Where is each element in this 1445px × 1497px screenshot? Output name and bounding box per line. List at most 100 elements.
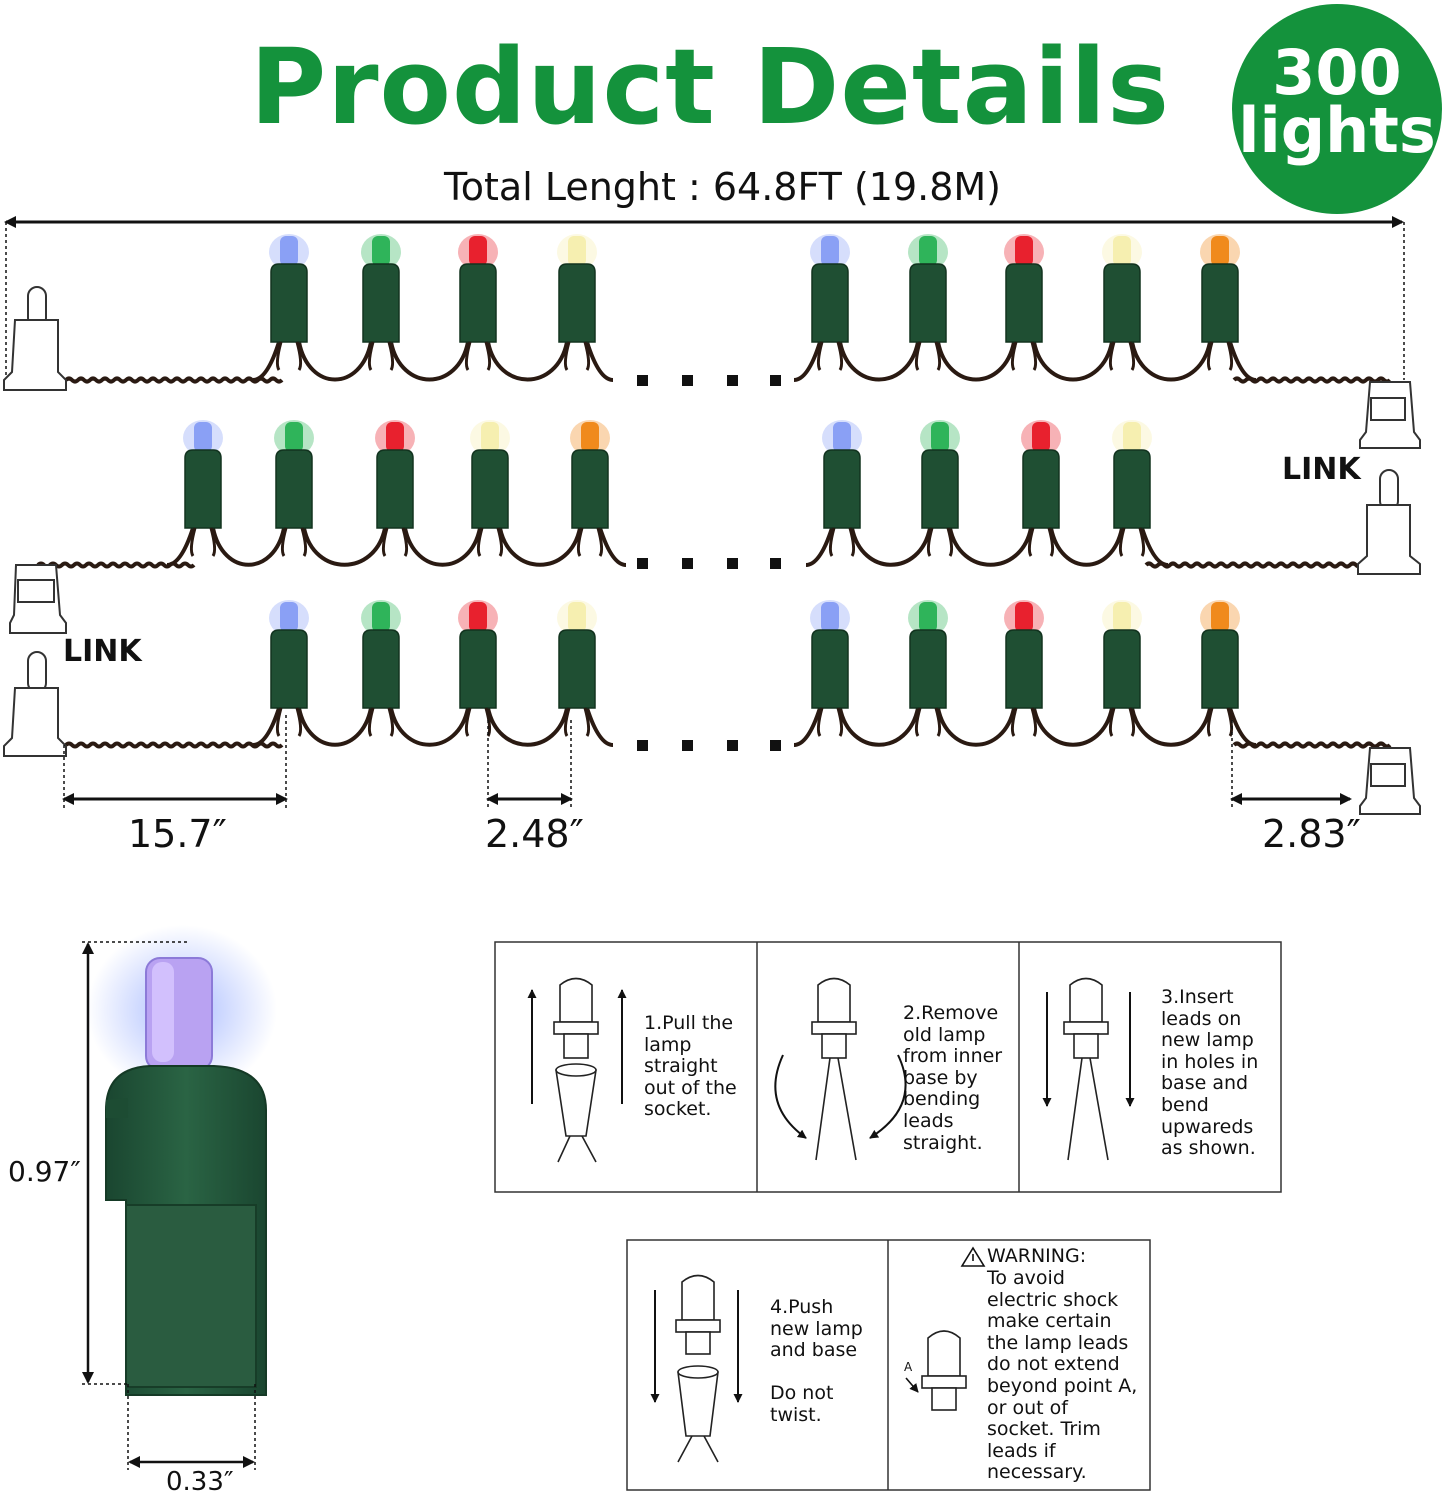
lead-length-label: 15.7″ — [128, 812, 227, 856]
wire-lead — [1144, 561, 1364, 569]
bulb-socket — [1113, 449, 1151, 529]
bulb-width-label: 0.33″ — [166, 1467, 234, 1497]
bulb-icon — [557, 600, 597, 737]
bulb-lens — [1015, 602, 1033, 632]
wire-sag — [1032, 707, 1114, 747]
bulb-lens — [285, 422, 303, 452]
bulb-icon — [1102, 234, 1142, 371]
wire-lead — [1232, 741, 1392, 749]
bulb-socket — [811, 263, 849, 343]
bulb-leads — [1206, 341, 1234, 371]
bulb-socket — [1201, 629, 1239, 709]
bulb-icon — [810, 600, 850, 737]
bulb-leads — [926, 527, 954, 557]
plug-icon — [1357, 469, 1421, 575]
bulb-lens — [372, 236, 390, 266]
bulb-lens — [280, 236, 298, 266]
bulb-leads — [828, 527, 856, 557]
plug-icon — [3, 286, 67, 391]
bulb-lens — [568, 602, 586, 632]
warning-icon — [960, 1246, 986, 1267]
wire-tail — [1140, 527, 1169, 567]
bulb-socket — [270, 629, 308, 709]
bulb-lens — [1113, 602, 1131, 632]
bulb-lens — [581, 422, 599, 452]
bulb-lens — [821, 236, 839, 266]
bulb-socket — [184, 449, 222, 529]
bulb-lens — [833, 422, 851, 452]
wire-sag — [1130, 707, 1212, 747]
bulb-socket — [362, 629, 400, 709]
end-length-label: 2.83″ — [1262, 812, 1361, 856]
bulb-icon — [361, 600, 401, 737]
bulb-leads — [563, 341, 591, 371]
bulb-leads — [1118, 527, 1146, 557]
bulb-lens — [194, 422, 212, 452]
wire-sag — [403, 527, 482, 567]
step1-illustration — [553, 977, 599, 1163]
bulb-icon — [1021, 420, 1061, 557]
socket-icon — [9, 564, 67, 634]
light-count-badge: 300 lights — [1232, 4, 1442, 214]
wire-lead — [64, 741, 284, 749]
bulb-lens — [1032, 422, 1050, 452]
warning-illustration — [921, 1330, 967, 1411]
wire-sag — [850, 527, 932, 567]
wire-sag — [302, 527, 387, 567]
wire-sag — [1130, 341, 1212, 382]
bulb-icon — [458, 600, 498, 737]
bulb-socket — [376, 449, 414, 529]
bulb-icon — [908, 234, 948, 371]
bulb-leads — [280, 527, 308, 557]
wire-tail — [585, 341, 614, 382]
bulb-icon — [570, 420, 610, 557]
bulb-lens — [372, 602, 390, 632]
wire-sag — [1049, 527, 1124, 567]
bulb-socket — [270, 263, 308, 343]
bulb-spacing-label: 2.48″ — [485, 812, 584, 856]
step-3-text: 3.Insert leads on new lamp in holes in b… — [1161, 986, 1259, 1160]
bulb-socket — [275, 449, 313, 529]
wire-head — [805, 527, 834, 567]
page-title: Product Details — [250, 26, 1170, 148]
bulb-leads — [1206, 707, 1234, 737]
bulb-lens — [821, 602, 839, 632]
wire-head — [252, 341, 281, 382]
bulb-icon — [1102, 600, 1142, 737]
wire-lead — [1232, 376, 1392, 384]
bulb-leads — [464, 707, 492, 737]
curved-arrow-icon — [869, 1054, 907, 1139]
link-label-left: LINK — [63, 634, 142, 669]
bulb-icon — [1004, 600, 1044, 737]
bulb-lens — [469, 602, 487, 632]
bulb-socket — [909, 263, 947, 343]
bulb-lens — [481, 422, 499, 452]
total-length-label: Total Lenght : 64.8FT (19.8M) — [444, 165, 1001, 209]
step3-illustration — [1063, 977, 1109, 1161]
bulb-icon — [375, 420, 415, 557]
bulb-leads — [563, 707, 591, 737]
bulb-socket — [921, 449, 959, 529]
curved-arrow-icon — [774, 1054, 807, 1139]
wire-sag — [838, 707, 920, 747]
socket-icon — [1359, 747, 1421, 815]
bulb-leads — [914, 707, 942, 737]
bulb-leads — [381, 527, 409, 557]
wire-sag — [948, 527, 1033, 567]
bulb-leads — [1108, 707, 1136, 737]
bulb-lens — [919, 236, 937, 266]
bulb-socket — [471, 449, 509, 529]
bulb-icon — [810, 234, 850, 371]
step4-illustration — [675, 1274, 721, 1463]
bulb-socket — [571, 449, 609, 529]
wire-head — [793, 341, 822, 382]
wire-head — [166, 527, 195, 567]
bulb-icon — [920, 420, 960, 557]
wire-head — [252, 707, 281, 747]
bulb-lens — [568, 236, 586, 266]
wire-sag — [936, 707, 1016, 747]
point-a-arrow — [905, 1377, 919, 1393]
instructions-box-top — [494, 941, 1282, 1193]
wire-head — [793, 707, 822, 747]
socket-icon — [1359, 381, 1421, 449]
